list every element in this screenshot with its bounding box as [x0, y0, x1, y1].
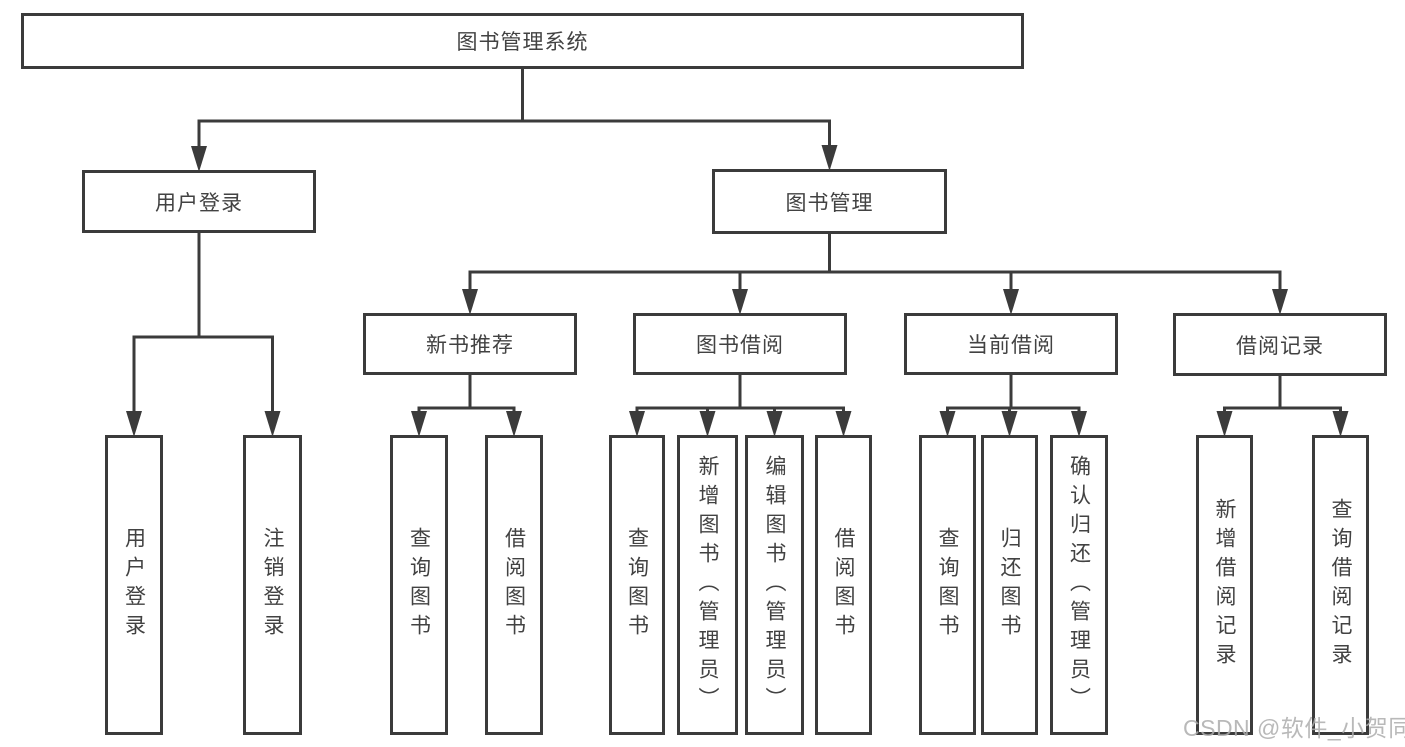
arrowhead-icon [1272, 289, 1288, 315]
node-new-book-rec: 新书推荐 [363, 313, 577, 375]
node-label: 借阅图书 [832, 527, 855, 643]
node-bb-edit-books: 编辑图书（管理员） [745, 435, 804, 735]
arrowhead-icon [1071, 411, 1087, 437]
arrowhead-icon [699, 411, 716, 437]
node-label: 新增借阅记录 [1213, 498, 1236, 672]
node-root: 图书管理系统 [21, 13, 1024, 69]
node-book-mgmt: 图书管理 [712, 169, 947, 234]
arrowhead-icon [939, 411, 956, 437]
node-label: 查询图书 [936, 527, 959, 643]
node-label: 确认归还（管理员） [1067, 454, 1091, 716]
arrowhead-icon [191, 146, 207, 172]
node-borrow-records: 借阅记录 [1173, 313, 1387, 376]
arrowhead-icon [629, 411, 645, 437]
node-label: 归还图书 [998, 527, 1021, 643]
arrowhead-icon [1216, 411, 1233, 437]
arrowhead-icon [821, 145, 838, 171]
node-label: 查询图书 [625, 527, 649, 643]
node-nb-borrow-books: 借阅图书 [485, 435, 543, 735]
node-label: 编辑图书（管理员） [763, 454, 786, 716]
node-user-login-group: 用户登录 [82, 170, 316, 233]
node-label: 注销登录 [261, 527, 284, 643]
arrowhead-icon [126, 411, 142, 437]
node-label: 借阅图书 [502, 527, 526, 643]
arrowhead-icon [506, 411, 522, 437]
arrowhead-icon [462, 289, 478, 315]
node-bb-add-books: 新增图书（管理员） [677, 435, 738, 735]
node-label: 用户登录 [122, 527, 146, 643]
node-cb-query-books: 查询图书 [919, 435, 976, 735]
node-cb-confirm-return: 确认归还（管理员） [1050, 435, 1108, 735]
node-bb-query-books: 查询图书 [609, 435, 665, 735]
node-book-borrow: 图书借阅 [633, 313, 847, 375]
watermark: CSDN @软件_小贺同学 [1183, 715, 1405, 741]
arrowhead-icon [411, 411, 427, 437]
node-cb-return-books: 归还图书 [981, 435, 1038, 735]
node-user-login: 用户登录 [105, 435, 163, 735]
arrowhead-icon [1003, 289, 1019, 315]
node-logout-login: 注销登录 [243, 435, 302, 735]
node-bb-borrow-books: 借阅图书 [815, 435, 872, 735]
arrowhead-icon [835, 411, 852, 437]
arrowhead-icon [732, 289, 748, 315]
node-current-borrow: 当前借阅 [904, 313, 1118, 375]
node-br-query-record: 查询借阅记录 [1312, 435, 1369, 735]
node-br-add-record: 新增借阅记录 [1196, 435, 1253, 735]
arrowhead-icon [1001, 411, 1018, 437]
node-label: 查询图书 [407, 527, 431, 643]
node-label: 新增图书（管理员） [696, 454, 719, 716]
arrowhead-icon [264, 411, 281, 437]
node-label: 查询借阅记录 [1329, 498, 1352, 672]
arrowhead-icon [1332, 411, 1349, 437]
node-nb-query-books: 查询图书 [390, 435, 448, 735]
arrowhead-icon [766, 411, 783, 437]
